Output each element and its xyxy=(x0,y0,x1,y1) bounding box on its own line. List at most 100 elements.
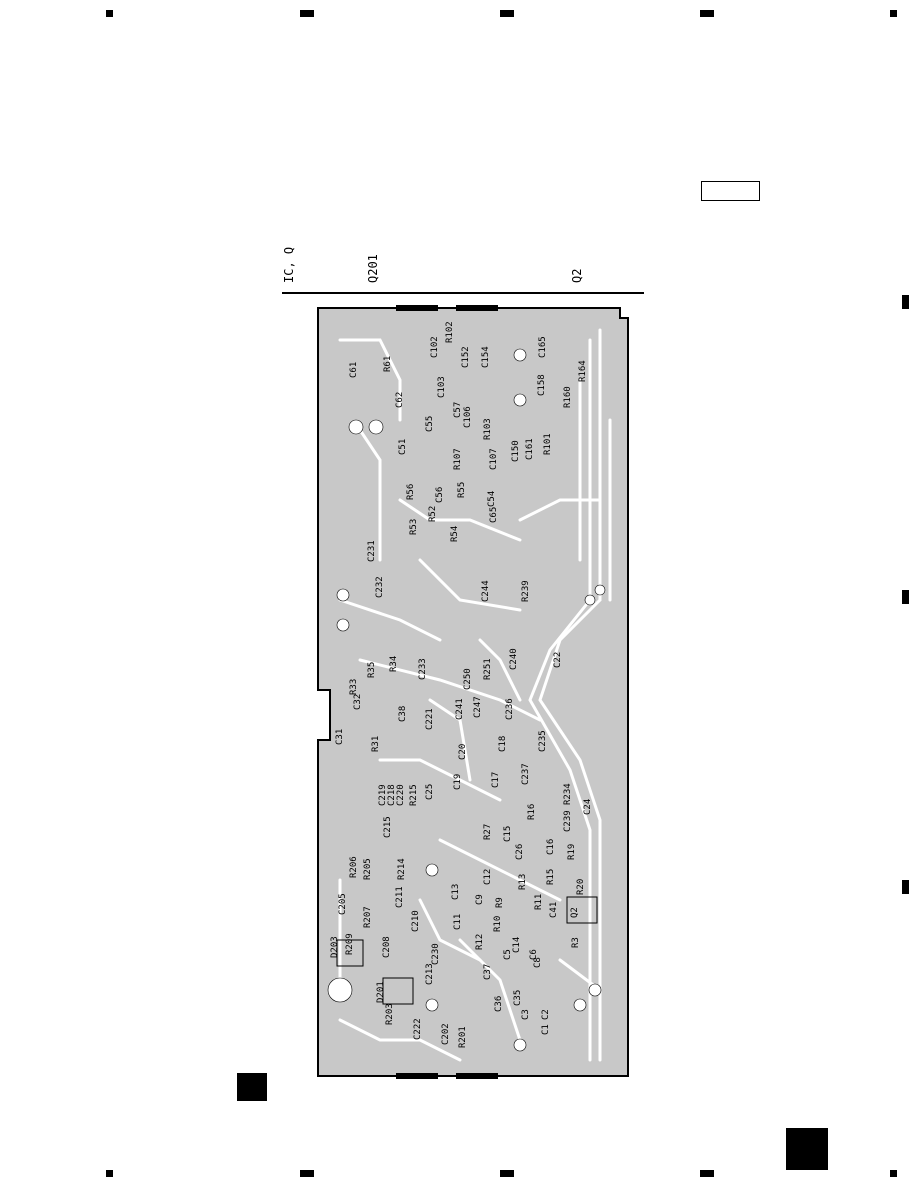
ref-c103: C103 xyxy=(437,376,447,398)
ref-r27: R27 xyxy=(483,824,493,840)
ref-c18: C18 xyxy=(498,736,508,752)
ref-c5: C5 xyxy=(503,949,513,960)
ref-c208: C208 xyxy=(382,936,392,958)
ref-c25: C25 xyxy=(425,784,435,800)
ref-r56: R56 xyxy=(406,484,416,500)
registration-mark xyxy=(700,1170,714,1177)
ref-c17: C17 xyxy=(491,772,501,788)
registration-mark xyxy=(890,1170,897,1177)
ref-c232: C232 xyxy=(375,576,385,598)
reference-box xyxy=(701,181,760,201)
ref-c65: C65 xyxy=(489,507,499,523)
ref-c165: C165 xyxy=(538,336,548,358)
ref-c247: C247 xyxy=(473,696,483,718)
registration-mark xyxy=(106,1170,113,1177)
ref-c102: C102 xyxy=(430,336,440,358)
ref-c107: C107 xyxy=(489,448,499,470)
ref-r102: R102 xyxy=(445,321,455,343)
ref-c57: C57 xyxy=(453,402,463,418)
ref-c32: C32 xyxy=(353,694,363,710)
ref-c158: C158 xyxy=(537,374,547,396)
ref-r201: R201 xyxy=(458,1026,468,1048)
ref-d203: D203 xyxy=(330,936,340,958)
ref-c152: C152 xyxy=(461,346,471,368)
registration-mark xyxy=(106,10,113,17)
ref-r3: R3 xyxy=(571,937,581,948)
board-notch xyxy=(396,1073,438,1079)
ref-c14: C14 xyxy=(512,937,522,953)
ref-c61: C61 xyxy=(349,362,359,378)
ref-r54: R54 xyxy=(450,526,460,542)
ref-r206: R206 xyxy=(349,856,359,878)
ref-c241: C241 xyxy=(455,698,465,720)
ref-r55: R55 xyxy=(457,482,467,498)
ref-c220: C220 xyxy=(396,784,406,806)
ref-c230: C230 xyxy=(431,943,441,965)
ref-r16: R16 xyxy=(527,804,537,820)
ref-c215: C215 xyxy=(383,816,393,838)
registration-mark xyxy=(500,10,514,17)
page-tab-square xyxy=(237,1073,267,1101)
ref-r209: R209 xyxy=(345,933,355,955)
ref-r107: R107 xyxy=(453,448,463,470)
ref-r53: R53 xyxy=(409,519,419,535)
ref-r33: R33 xyxy=(349,679,359,695)
ref-q2: Q2 xyxy=(570,907,580,918)
ref-c54: C54 xyxy=(487,491,497,507)
ref-c210: C210 xyxy=(411,910,421,932)
registration-mark xyxy=(300,10,314,17)
ref-r234: R234 xyxy=(563,783,573,805)
ref-c237: C237 xyxy=(521,763,531,785)
ref-r35: R35 xyxy=(367,662,377,678)
section-tab-square xyxy=(786,1128,828,1170)
ref-c161: C161 xyxy=(525,438,535,460)
d201-outline xyxy=(382,977,414,1005)
ref-c239: C239 xyxy=(563,810,573,832)
board-notch xyxy=(456,1073,498,1079)
ref-c244: C244 xyxy=(481,580,491,602)
ref-c20: C20 xyxy=(458,744,468,760)
ref-r205: R205 xyxy=(363,858,373,880)
ref-c231: C231 xyxy=(367,540,377,562)
registration-mark xyxy=(902,295,909,309)
ref-r9: R9 xyxy=(495,897,505,908)
ref-c150: C150 xyxy=(511,440,521,462)
ref-c219: C219 xyxy=(378,784,388,806)
ref-c26: C26 xyxy=(515,844,525,860)
ref-r214: R214 xyxy=(397,858,407,880)
registration-mark xyxy=(902,590,909,604)
ref-r13: R13 xyxy=(518,874,528,890)
ref-c240: C240 xyxy=(509,648,519,670)
ref-c41: C41 xyxy=(549,902,559,918)
ref-c12: C12 xyxy=(483,869,493,885)
ref-r103: R103 xyxy=(483,418,493,440)
ref-c11: C11 xyxy=(453,914,463,930)
ref-c250: C250 xyxy=(463,668,473,690)
ref-c22: C22 xyxy=(553,652,563,668)
ref-c51: C51 xyxy=(398,439,408,455)
ref-c19: C19 xyxy=(453,774,463,790)
ref-r15: R15 xyxy=(546,869,556,885)
registration-mark xyxy=(500,1170,514,1177)
ref-c38: C38 xyxy=(398,706,408,722)
ref-c2: C2 xyxy=(541,1009,551,1020)
ref-c31: C31 xyxy=(335,729,345,745)
ref-c6: C6 xyxy=(529,949,539,960)
ref-c213: C213 xyxy=(425,963,435,985)
ref-r31: R31 xyxy=(371,736,381,752)
ref-c36: C36 xyxy=(494,996,504,1012)
copper-traces xyxy=(338,328,612,1062)
ref-c1: C1 xyxy=(541,1024,551,1035)
q2-outline xyxy=(566,896,598,924)
ref-c8: C8 xyxy=(533,957,543,968)
ref-c218: C218 xyxy=(387,784,397,806)
ref-r207: R207 xyxy=(363,906,373,928)
ref-c221: C221 xyxy=(425,708,435,730)
ref-c235: C235 xyxy=(538,730,548,752)
ref-r239: R239 xyxy=(521,580,531,602)
ref-c233: C233 xyxy=(418,658,428,680)
registration-mark xyxy=(300,1170,314,1177)
registration-mark xyxy=(902,880,909,894)
ref-r20: R20 xyxy=(576,879,586,895)
